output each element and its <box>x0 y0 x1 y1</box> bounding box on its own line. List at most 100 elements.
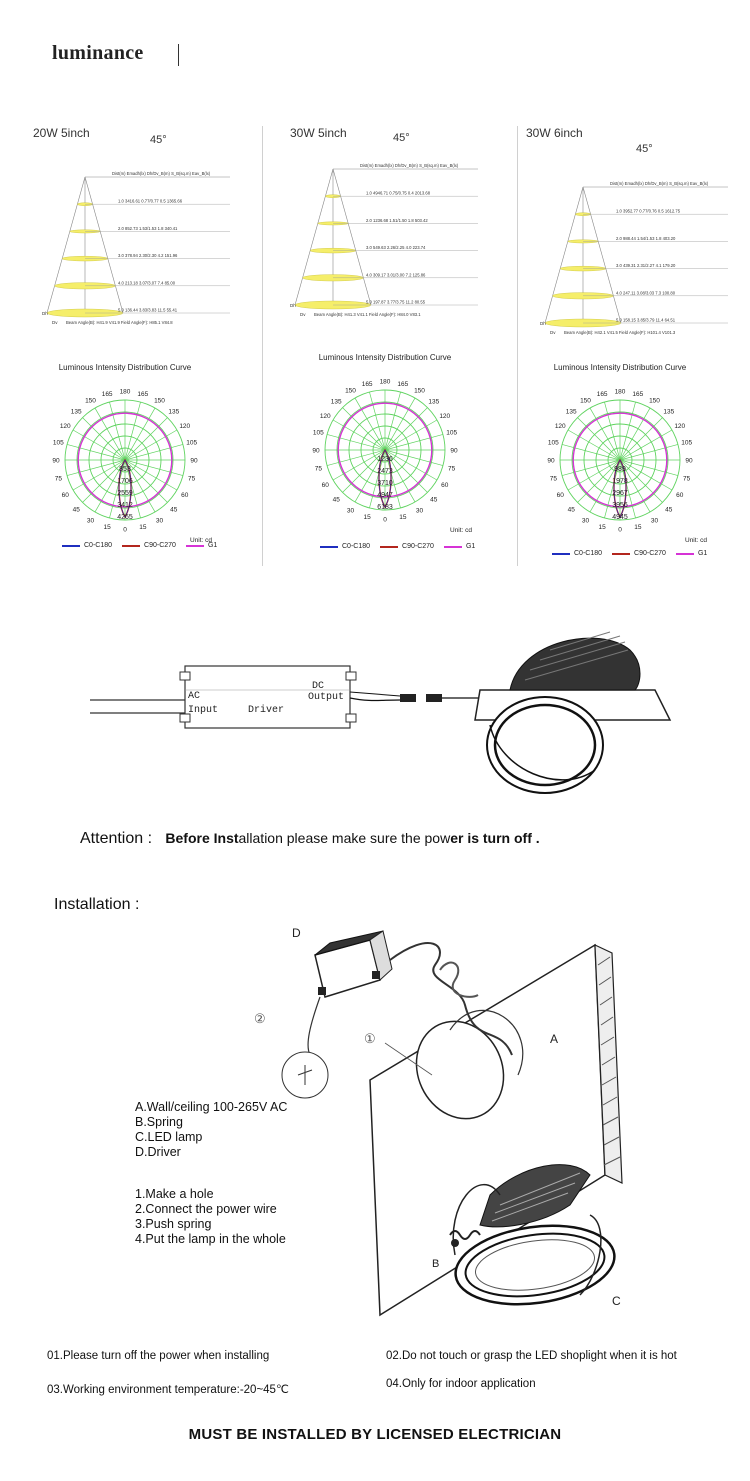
legend-swatch <box>62 544 80 547</box>
c0-c180-curve <box>378 449 392 508</box>
polar-unit: Unit: cd <box>685 537 707 544</box>
polar-angle-label: 30 <box>347 507 355 514</box>
dh-label: Dh <box>42 311 48 316</box>
ring-value: 3710 <box>377 480 393 487</box>
dc-label: DC <box>312 681 324 692</box>
polar-unit: Unit: cd <box>190 537 212 544</box>
polar-angle-label: 150 <box>154 398 165 405</box>
legend-label: C90-C270 <box>144 542 176 549</box>
polar-angle-label: 135 <box>663 409 674 416</box>
polar-angle-label: 135 <box>566 409 577 416</box>
polar-angle-label: 120 <box>555 423 566 430</box>
dv-label: Dv <box>550 330 556 335</box>
ring-value: 989 <box>614 466 626 473</box>
cone-row: 3.0 378.94 2.30/2.30 4.2 151.96 <box>118 253 178 258</box>
polar-angle-label: 75 <box>550 475 558 482</box>
cone-row: 2.0 852.73 1.53/1.53 1.8 340.41 <box>118 226 178 231</box>
cone-row: 3.0 549.63 2.26/2.25 4.0 223.74 <box>366 245 426 250</box>
polar-angle-label: 180 <box>120 389 131 396</box>
polar-spoke <box>109 459 126 519</box>
polar-spoke <box>604 401 621 461</box>
polar-spoke <box>124 459 156 513</box>
polar-spoke <box>589 459 621 513</box>
polar-spoke <box>619 429 673 461</box>
legend-swatch <box>443 545 462 548</box>
cone-row: 1.0 4946.71 0.75/0.75 0.4 2013.68 <box>366 191 431 196</box>
polar-angle-label: 105 <box>53 440 64 447</box>
polar-spoke <box>384 449 401 509</box>
dv-label: Dv <box>52 320 58 325</box>
polar-angle-label: 15 <box>104 524 112 531</box>
spec-title: 30W 6inch <box>526 126 583 140</box>
polar-angle-label: 60 <box>441 482 449 489</box>
polar-angle-label: 150 <box>85 398 96 405</box>
polar-angle-label: 135 <box>71 409 82 416</box>
label-two: ② <box>254 1011 266 1026</box>
polar-spoke <box>577 459 621 503</box>
polar-angle-label: 45 <box>170 506 178 513</box>
polar-spoke <box>619 459 651 513</box>
step-item: 4.Put the lamp in the whole <box>135 1232 286 1246</box>
polar-angle-label: 75 <box>683 475 691 482</box>
polar-angle-label: 15 <box>634 524 642 531</box>
step-item: 1.Make a hole <box>135 1187 214 1201</box>
g1-curve <box>77 412 173 508</box>
cone-row: 5.0 158.15 3.85/3.79 11.4 64.51 <box>616 318 676 323</box>
polar-angle-label: 45 <box>568 506 576 513</box>
legend-swatch <box>612 552 631 555</box>
note-4: 04.Only for indoor application <box>386 1378 536 1390</box>
polar-angle-label: 105 <box>186 440 197 447</box>
spring-illustration <box>449 1230 481 1247</box>
polar-spoke <box>567 459 621 491</box>
ring-value: 2473 <box>377 468 393 475</box>
polar-angle-label: 45 <box>430 496 438 503</box>
polar-angle-label: 30 <box>156 517 164 524</box>
column-divider <box>517 126 518 566</box>
c0-c180-curve <box>118 459 132 518</box>
polar-angle-label: 45 <box>73 506 81 513</box>
polar-spoke <box>619 459 663 503</box>
polar-spoke <box>384 397 416 451</box>
illuminance-cone: Dist(m) Emadh(lx) Dh/Dv_B(m) S_B(sq.m) E… <box>540 181 728 335</box>
ring-value: 1236 <box>377 456 393 463</box>
polar-spoke <box>326 449 386 466</box>
beam-angle: 45° <box>636 143 653 155</box>
legend-swatch <box>122 544 141 547</box>
polar-angle-label: 135 <box>331 399 342 406</box>
g1-curve <box>572 412 668 508</box>
ring-value: 2967 <box>612 490 628 497</box>
polar-spoke <box>342 407 386 451</box>
polar-angle-label: 165 <box>137 391 148 398</box>
step-item: 2.Connect the power wire <box>135 1202 277 1216</box>
cone-table-header: Dist(m) Emadh(lx) Dh/Dv_B(m) S_B(sq.m) E… <box>112 171 211 176</box>
polar-spoke <box>384 407 428 451</box>
legend-swatch <box>320 545 338 548</box>
illuminance-cone: Dist(m) Emadh(lx) Dh/Dv_B(m) S_B(sq.m) E… <box>290 163 478 317</box>
part-item: C.LED lamp <box>135 1130 203 1144</box>
part-item: D.Driver <box>135 1145 181 1159</box>
polar-angle-label: 15 <box>599 524 607 531</box>
beam-angle: 45° <box>393 132 410 144</box>
ring-value: 853 <box>119 466 131 473</box>
label-one: ① <box>364 1031 376 1046</box>
ring-value: 4945 <box>612 514 628 521</box>
polar-spoke <box>384 419 438 451</box>
polar-unit: Unit: cd <box>450 527 472 534</box>
cone-table-header: Dist(m) Emadh(lx) Dh/Dv_B(m) S_B(sq.m) E… <box>610 181 709 186</box>
polar-angle-label: 15 <box>399 514 407 521</box>
polar-angle-label: 105 <box>681 440 692 447</box>
note-1: 01.Please turn off the power when instal… <box>47 1350 270 1362</box>
polar-spoke <box>72 459 126 491</box>
polar-angle-label: 90 <box>450 448 458 455</box>
wiring-diagram: AC Input Driver DC Output <box>90 631 672 794</box>
polar-angle-label: 30 <box>416 507 424 514</box>
spec-title: 20W 5inch <box>33 126 90 140</box>
polar-spoke <box>72 429 126 461</box>
polar-spoke <box>124 459 178 491</box>
steps-list: 1.Make a hole 2.Connect the power wire 3… <box>135 1187 286 1247</box>
polar-angle-label: 120 <box>60 423 71 430</box>
polar-angle-label: 135 <box>168 409 179 416</box>
polar-angle-label: 45 <box>665 506 673 513</box>
polar-title: Luminous Intensity Distribution Curve <box>58 363 192 372</box>
